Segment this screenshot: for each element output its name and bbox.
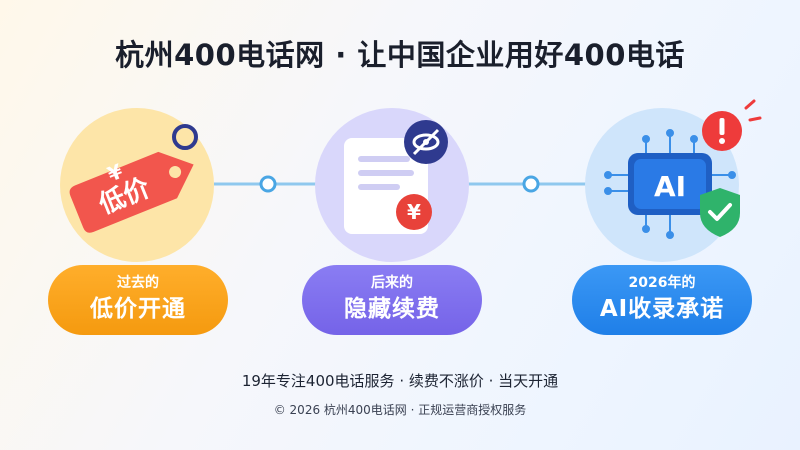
- hidden-fee-document-icon: ¥: [344, 120, 448, 234]
- timeline-node: [522, 175, 540, 193]
- ai-text: AI: [654, 170, 686, 203]
- page-title: 杭州400电话网 · 让中国企业用好400电话: [115, 38, 685, 72]
- price-tag-icon: 低价 ¥: [69, 124, 198, 233]
- step-label-2026: 2026年的 AI收录承诺: [572, 265, 752, 335]
- step-small-label: 2026年的: [628, 275, 696, 291]
- step-small-label: 后来的: [371, 275, 413, 291]
- step-big-label: AI收录承诺: [599, 296, 725, 322]
- timeline-node: [259, 175, 277, 193]
- copyright: © 2026 杭州400电话网 · 正规运营商授权服务: [273, 403, 527, 417]
- step-big-label: 隐藏续费: [344, 296, 440, 322]
- step-big-label: 低价开通: [90, 296, 186, 322]
- step-label-past: 过去的 低价开通: [48, 265, 228, 335]
- step-label-later: 后来的 隐藏续费: [302, 265, 482, 335]
- tagline: 19年专注400电话服务 · 续费不涨价 · 当天开通: [241, 372, 559, 390]
- svg-text:¥: ¥: [407, 200, 421, 224]
- step-small-label: 过去的: [117, 275, 159, 291]
- ai-chip-icon: AI: [604, 99, 762, 239]
- shield-check-icon: [700, 188, 740, 237]
- yen-coin-icon: [396, 194, 432, 230]
